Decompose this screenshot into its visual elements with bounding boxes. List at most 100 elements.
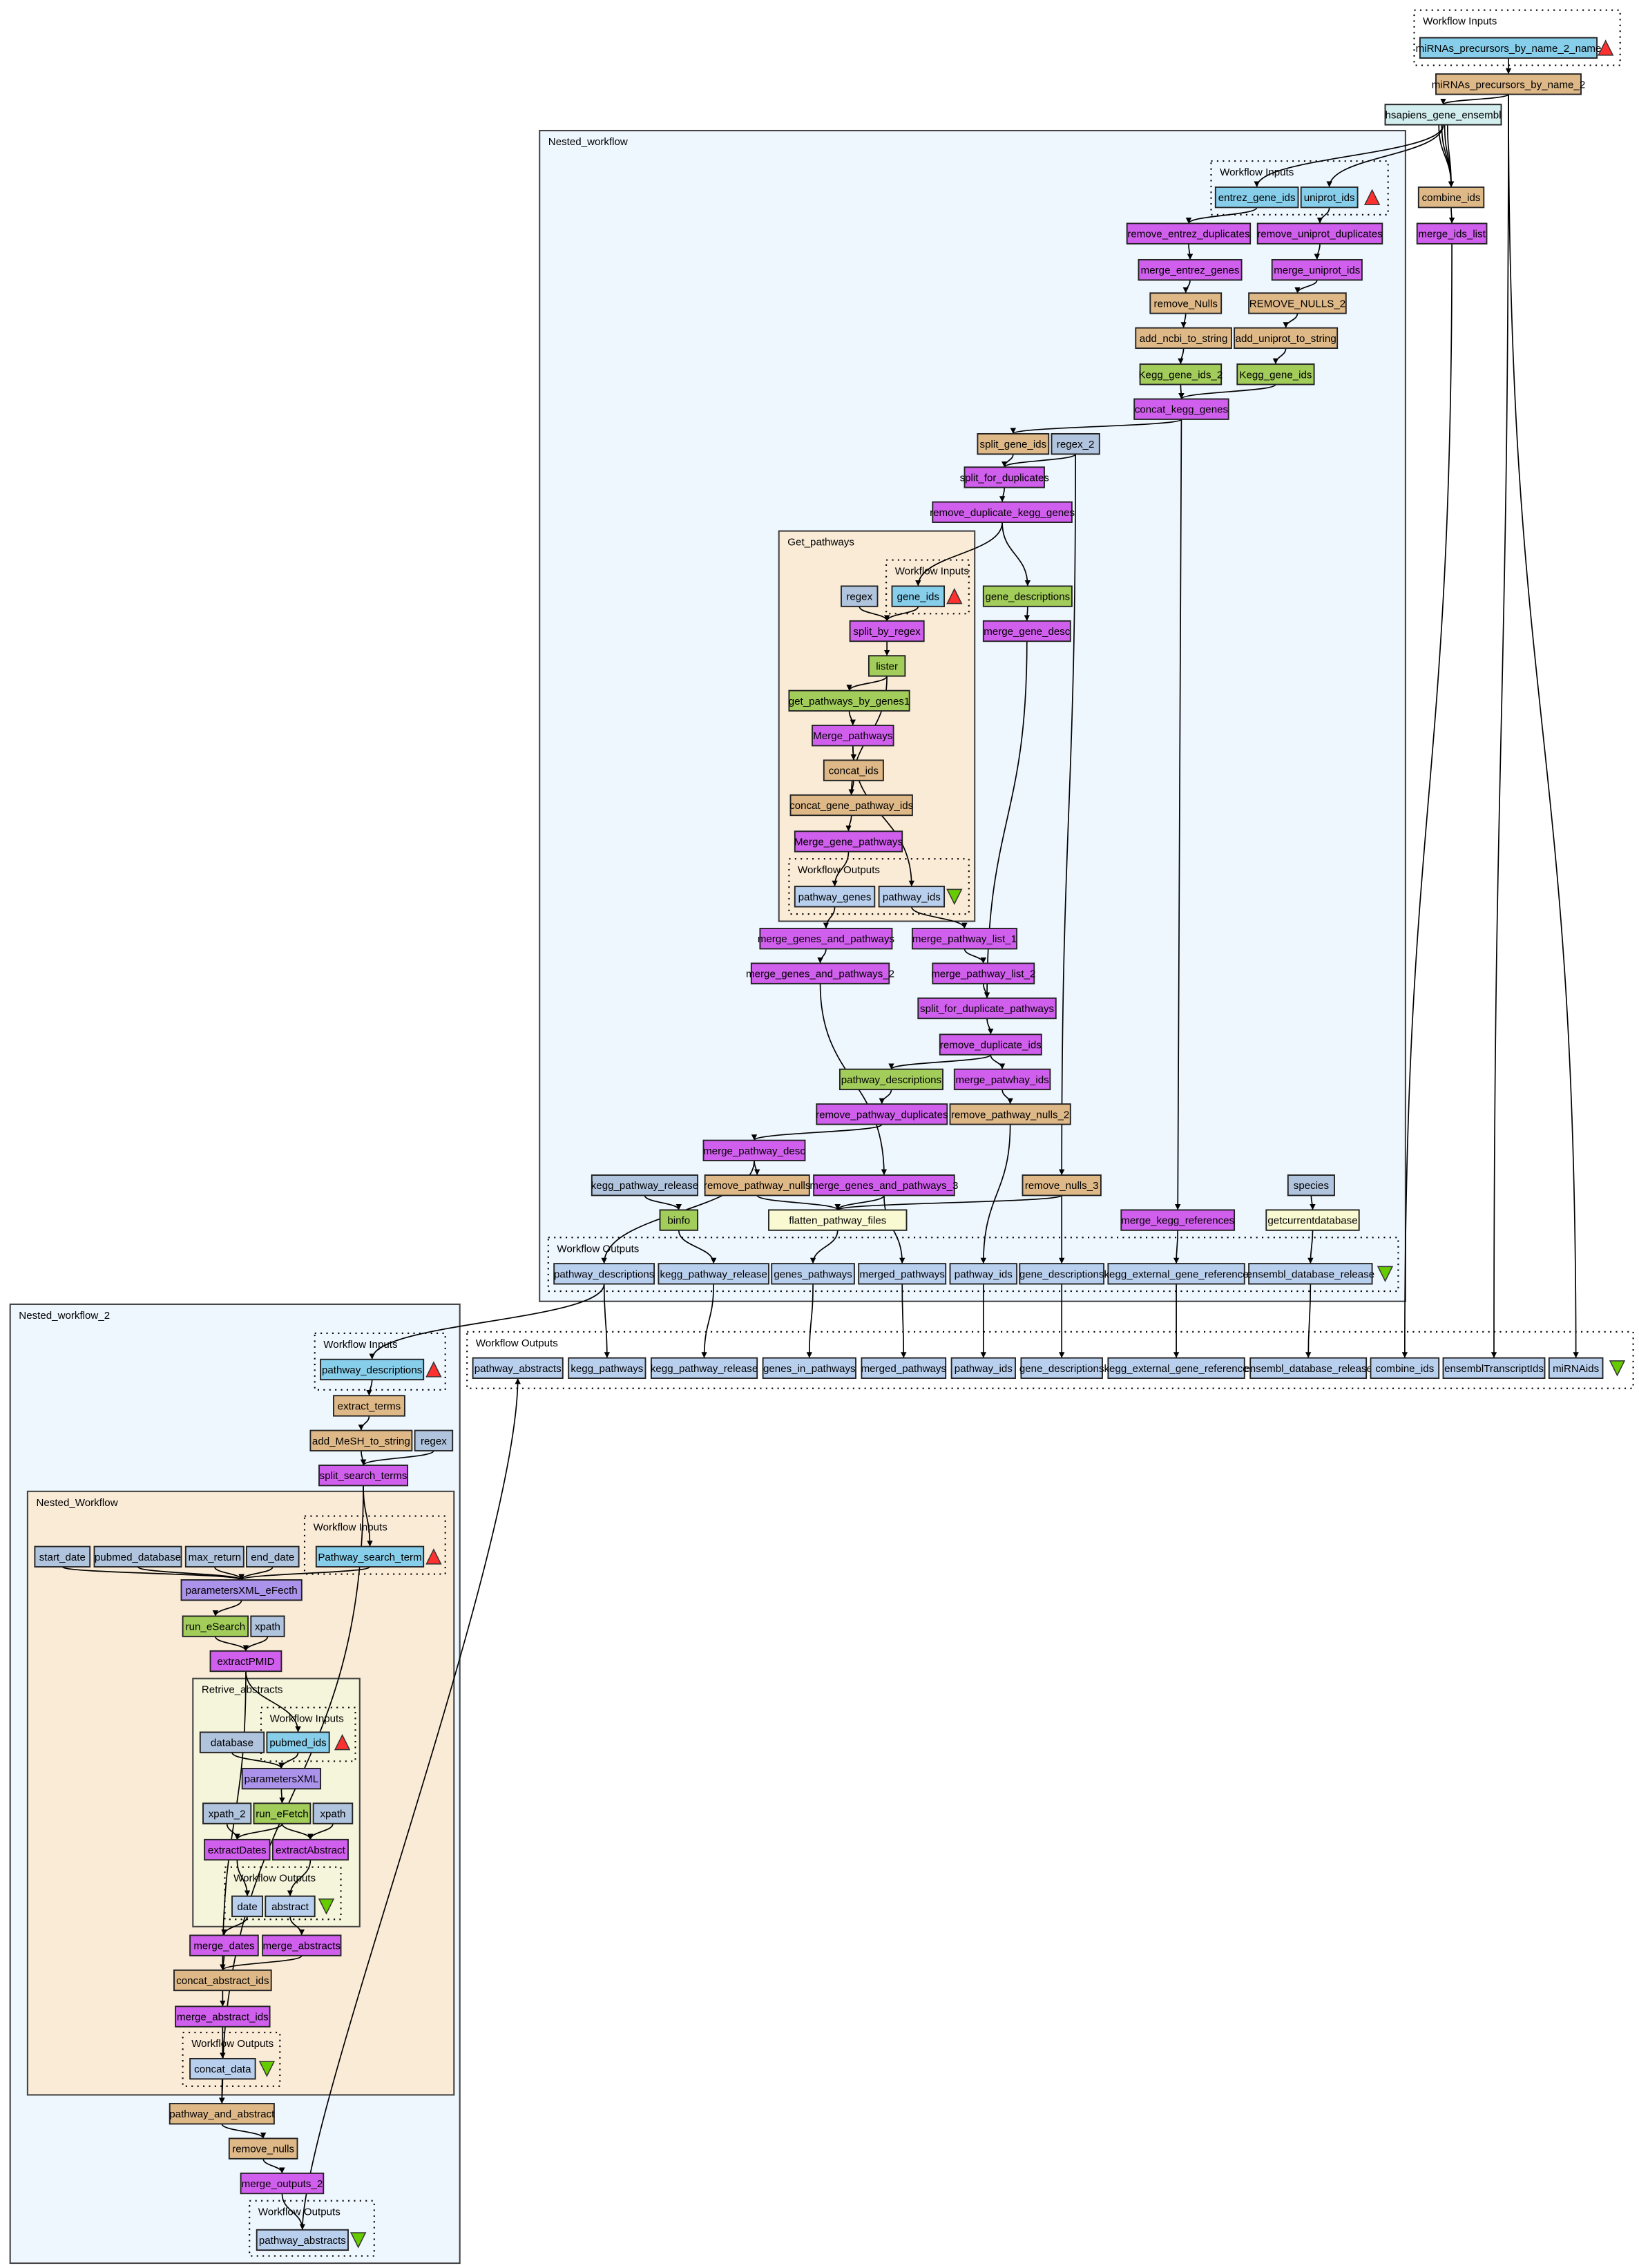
local-box[interactable] xyxy=(849,620,925,642)
node-kgi[interactable]: Kegg_gene_ids xyxy=(1236,363,1315,385)
node-to-edr[interactable]: ensembl_database_release xyxy=(1244,1357,1372,1379)
beanshell-box[interactable] xyxy=(949,1103,1071,1125)
node-sd[interactable]: start_date xyxy=(34,1545,91,1567)
node-regex-n2[interactable]: regex xyxy=(414,1429,454,1451)
node-to-gip[interactable]: genes_in_pathways xyxy=(762,1357,856,1379)
node-cdata[interactable]: concat_data xyxy=(189,2057,256,2080)
node-mo2[interactable]: merge_outputs_2 xyxy=(240,2172,325,2195)
local-box[interactable] xyxy=(262,1934,342,1956)
local-box[interactable] xyxy=(911,928,1018,950)
beanshell-box[interactable] xyxy=(704,1174,810,1197)
node-mpl1[interactable]: merge_pathway_list_1 xyxy=(911,928,1018,950)
local-box[interactable] xyxy=(271,1838,349,1861)
node-rn[interactable]: remove_Nulls xyxy=(1149,292,1223,314)
local-box[interactable] xyxy=(750,962,890,984)
node-sgi[interactable]: split_gene_ids xyxy=(977,432,1050,455)
local-box[interactable] xyxy=(1126,222,1252,245)
node-to-ker[interactable]: kegg_external_gene_reference xyxy=(1104,1357,1249,1379)
node-mgp[interactable]: Merge_gene_pathways xyxy=(794,830,903,852)
node-paa[interactable]: pathway_and_abstract xyxy=(169,2103,275,2125)
node-gp-pi[interactable]: pathway_ids xyxy=(878,886,946,908)
xmlsplit-box[interactable] xyxy=(241,1767,322,1790)
node-cai[interactable]: concat_abstract_ids xyxy=(173,1969,272,1992)
constant-box[interactable] xyxy=(1051,432,1100,455)
node-entrez[interactable]: entrez_gene_ids xyxy=(1214,186,1299,209)
node-no-edr[interactable]: ensembl_database_release xyxy=(1247,1263,1375,1285)
node-no-ker[interactable]: kegg_external_gene_reference xyxy=(1104,1263,1249,1285)
beanshell-box[interactable] xyxy=(1022,1174,1102,1197)
node-ancbi[interactable]: add_ncbi_to_string xyxy=(1135,327,1232,349)
node-rdkg[interactable]: remove_duplicate_kegg_genes xyxy=(930,501,1075,523)
input-box[interactable] xyxy=(1300,186,1359,209)
local-box[interactable] xyxy=(932,501,1073,523)
node-rpd[interactable]: remove_pathway_duplicates xyxy=(816,1103,948,1125)
node-date[interactable]: date xyxy=(231,1895,264,1918)
constant-box[interactable] xyxy=(312,1802,354,1824)
wsdl-box[interactable] xyxy=(1236,363,1315,385)
node-mabs[interactable]: merge_abstracts xyxy=(262,1934,342,1956)
output-box[interactable] xyxy=(265,1895,316,1918)
node-kgi2[interactable]: Kegg_gene_ids_2 xyxy=(1138,363,1223,385)
constant-box[interactable] xyxy=(202,1802,252,1824)
wsdl-box[interactable] xyxy=(1139,363,1223,385)
constant-box[interactable] xyxy=(93,1545,182,1567)
wsdl-box[interactable] xyxy=(253,1802,311,1824)
node-mr[interactable]: max_return xyxy=(184,1545,245,1567)
node-n2-pa[interactable]: pathway_abstracts xyxy=(256,2229,349,2251)
beanshell-box[interactable] xyxy=(309,1429,413,1451)
local-box[interactable] xyxy=(318,1465,409,1487)
node-ckg[interactable]: concat_kegg_genes xyxy=(1133,398,1229,420)
local-box[interactable] xyxy=(1120,1209,1236,1231)
beanshell-box[interactable] xyxy=(977,432,1050,455)
wsdl-box[interactable] xyxy=(838,1068,943,1091)
output-box[interactable] xyxy=(231,1895,264,1918)
beanshell-box[interactable] xyxy=(169,2103,275,2125)
node-ames[interactable]: add_MeSH_to_string xyxy=(309,1429,413,1451)
node-regex2[interactable]: regex_2 xyxy=(1051,432,1100,455)
node-mgd[interactable]: merge_gene_desc xyxy=(982,620,1071,642)
node-px[interactable]: parametersXML xyxy=(241,1767,322,1790)
node-rpn[interactable]: remove_pathway_nulls xyxy=(704,1174,811,1197)
output-box[interactable] xyxy=(1370,1357,1440,1379)
beanshell-box[interactable] xyxy=(1248,292,1347,314)
output-box[interactable] xyxy=(189,2057,256,2080)
wsdl-box[interactable] xyxy=(659,1209,699,1231)
node-regex-gp[interactable]: regex xyxy=(841,585,879,607)
wsdl-box[interactable] xyxy=(868,655,906,677)
rshell-box[interactable] xyxy=(1265,1209,1360,1231)
node-mkr[interactable]: merge_kegg_references xyxy=(1120,1209,1236,1231)
node-mil[interactable]: merge_ids_list xyxy=(1416,222,1488,245)
output-box[interactable] xyxy=(1548,1357,1604,1379)
local-box[interactable] xyxy=(932,962,1035,984)
node-res[interactable]: run_eSearch xyxy=(182,1615,249,1637)
local-box[interactable] xyxy=(1138,258,1243,281)
node-et[interactable]: extract_terms xyxy=(333,1395,405,1417)
node-to-kpr[interactable]: kegg_pathway_release xyxy=(650,1357,758,1379)
output-box[interactable] xyxy=(650,1357,758,1379)
beanshell-box[interactable] xyxy=(823,759,884,781)
node-mpd[interactable]: merge_pathway_desc xyxy=(702,1139,806,1161)
constant-box[interactable] xyxy=(1287,1174,1335,1197)
node-to-kp[interactable]: kegg_pathways xyxy=(568,1357,646,1379)
node-no-mp[interactable]: merged_pathways xyxy=(858,1263,947,1285)
node-pst[interactable]: Pathway_search_term xyxy=(315,1545,425,1567)
input-box[interactable] xyxy=(1214,186,1299,209)
node-eabs[interactable]: extractAbstract xyxy=(271,1838,349,1861)
rshell-box[interactable] xyxy=(768,1209,908,1231)
beanshell-box[interactable] xyxy=(228,2137,298,2160)
input-box[interactable] xyxy=(891,585,946,607)
output-box[interactable] xyxy=(658,1263,769,1285)
beanshell-box[interactable] xyxy=(333,1395,405,1417)
node-hsap[interactable]: hsapiens_gene_ensembl xyxy=(1384,104,1502,126)
beanshell-box[interactable] xyxy=(1149,292,1223,314)
local-box[interactable] xyxy=(702,1139,806,1161)
node-mdates[interactable]: merge_dates xyxy=(189,1934,259,1956)
node-gpbg[interactable]: get_pathways_by_genes1 xyxy=(788,689,910,712)
constant-box[interactable] xyxy=(34,1545,91,1567)
node-ed[interactable]: end_date xyxy=(246,1545,300,1567)
node-mpi[interactable]: merge_patwhay_ids xyxy=(953,1068,1051,1091)
node-epmid[interactable]: extractPMID xyxy=(209,1650,282,1673)
constant-box[interactable] xyxy=(591,1174,699,1197)
node-binfo[interactable]: binfo xyxy=(659,1209,699,1231)
local-box[interactable] xyxy=(982,620,1071,642)
